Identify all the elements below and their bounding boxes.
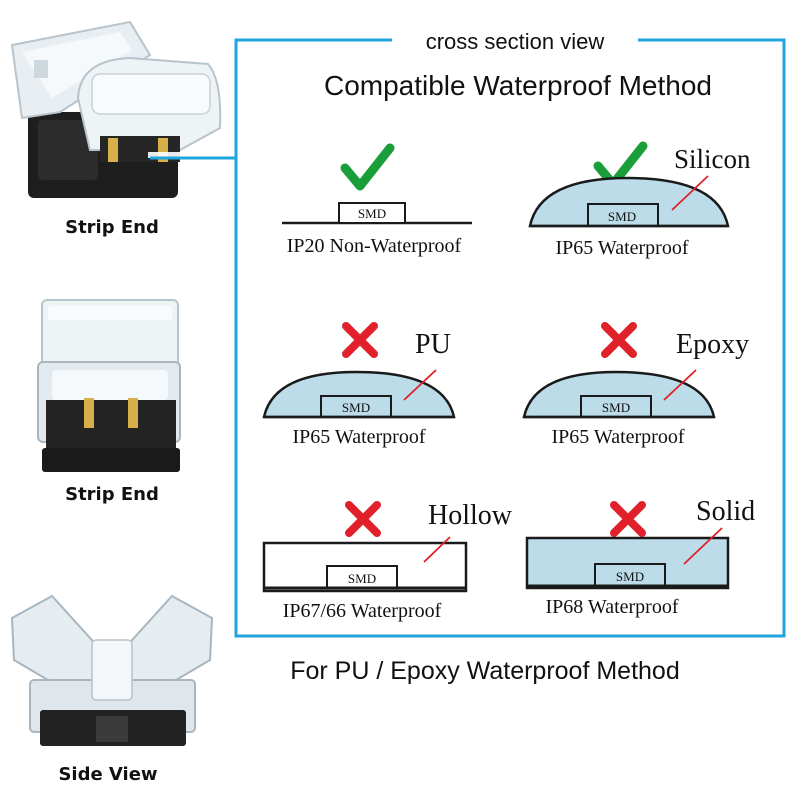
method-epoxy-diagram: SMD bbox=[522, 322, 716, 419]
method-caption-ip20: IP20 Non-Waterproof bbox=[287, 235, 462, 257]
cross-icon bbox=[601, 322, 637, 358]
smd-chip-box bbox=[320, 395, 392, 418]
frame-title: cross section view bbox=[426, 29, 605, 54]
solid-fill bbox=[525, 536, 730, 590]
material-leader-line bbox=[423, 536, 451, 563]
connector-photo-side-view bbox=[10, 594, 214, 746]
method-hollow-diagram: SMD bbox=[262, 501, 468, 593]
connector-photo-strip-end-closed bbox=[37, 299, 181, 472]
check-icon bbox=[340, 143, 395, 191]
method-caption-hollow: IP67/66 Waterproof bbox=[283, 600, 442, 622]
frame-heading: Compatible Waterproof Method bbox=[324, 70, 712, 101]
photo-label-side-view: Side View bbox=[58, 764, 157, 785]
material-leader-line bbox=[671, 175, 709, 211]
cross-icon bbox=[610, 501, 646, 537]
smd-chip-label: SMD bbox=[616, 569, 644, 584]
method-pu-diagram: SMD bbox=[262, 322, 456, 419]
smd-chip-box bbox=[587, 203, 659, 227]
connector-photo-strip-end-open bbox=[10, 20, 238, 198]
photo-label-strip-end-2: Strip End bbox=[65, 484, 159, 505]
material-leader-line bbox=[403, 369, 437, 401]
material-label-solid: Solid bbox=[696, 496, 755, 527]
photo-label-strip-end-1: Strip End bbox=[65, 217, 159, 238]
smd-chip-label: SMD bbox=[348, 571, 376, 586]
method-caption-epoxy: IP65 Waterproof bbox=[552, 426, 685, 448]
smd-chip-box bbox=[580, 395, 652, 418]
material-label-hollow: Hollow bbox=[428, 500, 513, 531]
pu-coating bbox=[262, 370, 456, 419]
method-caption-solid: IP68 Waterproof bbox=[546, 596, 679, 618]
material-label-pu: PU bbox=[415, 329, 451, 360]
footer-note: For PU / Epoxy Waterproof Method bbox=[290, 657, 680, 685]
epoxy-coating bbox=[522, 370, 716, 419]
method-caption-pu: IP65 Waterproof bbox=[293, 426, 426, 448]
smd-chip-label: SMD bbox=[358, 206, 386, 221]
material-leader-line bbox=[663, 369, 697, 401]
cross-icon bbox=[342, 322, 378, 358]
frame-title-backdrop bbox=[392, 28, 638, 54]
method-caption-silicon: IP65 Waterproof bbox=[556, 237, 689, 259]
material-label-silicon: Silicon bbox=[674, 144, 751, 174]
method-ip20-diagram: SMD bbox=[282, 143, 472, 225]
smd-chip-label: SMD bbox=[602, 400, 630, 415]
smd-chip-box bbox=[594, 563, 666, 587]
smd-chip-label: SMD bbox=[342, 400, 370, 415]
cross-icon bbox=[345, 501, 381, 537]
method-solid-diagram: SMD bbox=[525, 501, 730, 590]
method-silicon-diagram: SMD bbox=[528, 141, 730, 228]
smd-chip-box bbox=[326, 565, 398, 589]
material-leader-line bbox=[683, 527, 723, 565]
material-label-epoxy: Epoxy bbox=[676, 329, 749, 360]
smd-chip-box bbox=[338, 202, 406, 224]
silicon-coating bbox=[528, 176, 730, 228]
smd-chip-label: SMD bbox=[608, 209, 636, 224]
